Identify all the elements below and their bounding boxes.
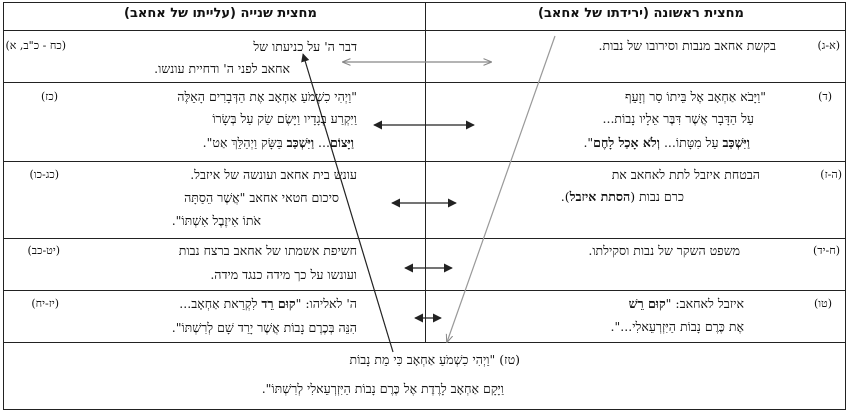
row-divider-4: [3, 290, 846, 291]
row3-left-ref: (כג-כו): [29, 168, 60, 181]
row5-right-line2: אֶת כֶּרֶם נָבוֹת הַיִּזְרְעֵאלִי...".: [610, 319, 744, 334]
row5-left-line2: הִנֵּה בְּכֶרֶם נָבוֹת אֲשֶׁר יָרַד שָׁם…: [171, 320, 357, 335]
row4-left-line1: חשיפת אשמתו של אחאב ברצח נבות: [178, 243, 357, 258]
row4-right-ref: (ח-יד): [813, 244, 840, 257]
row3-right-ref: (ה-ז): [820, 168, 842, 181]
row2-left-ref: (כז): [40, 90, 58, 103]
row2-right-line2: עַל הַדָּבָר אֲשֶׁר דִּבֶּר אֵלָיו נָבוֹ…: [602, 111, 754, 126]
row4-left-line2: ועונשו על כך מידה כנגד מידה.: [210, 267, 357, 282]
bottom-line1: (טז) "וַיְהִי כִשְׁמֹעַ אַחְאָב כִּי מֵת…: [349, 352, 520, 367]
row2-right-line1: "וַיָּבֹא אַחְאָב אֶל בֵּיתוֹ סַר וְזָעֵ…: [625, 89, 766, 104]
row2-left-line3: וַיָּצוֹם... וַיִּשְׁכַּב בַּשָּׂק וַיְה…: [202, 135, 354, 150]
v-left-arm: [301, 53, 394, 353]
row-divider-1: [3, 82, 846, 83]
center-divider: [425, 2, 426, 342]
row2-left-line1: "וַיְהִי כִשְׁמֹעַ אַחְאָב אֶת הַדְּבָרִ…: [177, 89, 357, 104]
row3-right-line2: כרם נבות (הסתת איזבל).: [560, 189, 684, 204]
row-divider-5: [3, 342, 846, 343]
row5-left-line1: ה' לאליהו: "קוּם רֵד לִקְרַאת אַחְאָב...: [179, 296, 357, 311]
row1-right-line1: בקשת אחאב מנבות וסירובו של נבות.: [598, 38, 776, 53]
row3-left-line1: עונש בית אחאב ועונשה של איזבל.: [190, 167, 357, 182]
row5-right-line1: איזבל לאחאב: "קוּם רֵשׁ: [628, 296, 744, 311]
v-right-arm: [447, 35, 556, 342]
row1-right-ref: (א-ג): [817, 39, 840, 52]
row-divider-2: [3, 161, 846, 162]
bottom-ref: (טז): [499, 352, 520, 367]
row3-right-line1: הבטחת איזבל לתת לאחאב את: [611, 167, 760, 182]
row5-left-ref: (יז-יח): [31, 297, 59, 310]
row5-right-ref: (טו): [813, 297, 832, 310]
row4-right-line1: משפט השקר של נבות וסקילתו.: [588, 243, 740, 258]
bottom-line2: וַיָּקָם אַחְאָב לָרֶדֶת אֶל כֶּרֶם נָבו…: [261, 381, 504, 396]
row2-right-ref: (ד): [818, 90, 832, 103]
row2-left-line2: וַיִּקְרַע בְּגָדָיו וַיָּשֶׂם שַׂק עַל …: [212, 111, 357, 126]
row2-right-line3: וַיִּשְׁכַּב עַל מִטָּתוֹ... וְלֹא אָכַל…: [583, 135, 750, 150]
row1-left-line1: דבר ה' על כניעתו של: [253, 39, 357, 54]
header-divider: [3, 30, 846, 31]
row4-left-ref: (יט-כב): [27, 244, 60, 257]
row-divider-3: [3, 238, 846, 239]
header-second-half: מחצית שנייה (עלייתו של אחאב): [124, 6, 317, 21]
table-frame: [3, 2, 846, 410]
header-first-half: מחצית ראשונה (ירידתו של אחאב): [538, 6, 744, 21]
row1-left-ref: (כח - כ"ב, א): [5, 39, 66, 52]
row1-left-line2: אחאב לפני ה' ודחיית עונשו.: [154, 61, 290, 76]
row3-left-line2: סיכום חטאי אחאב "אֲשֶׁר הֵסַתָּה: [184, 190, 339, 205]
row3-left-line3: אֹתוֹ אִיזֶבֶל אִשְׁתּוֹ".: [171, 213, 261, 228]
